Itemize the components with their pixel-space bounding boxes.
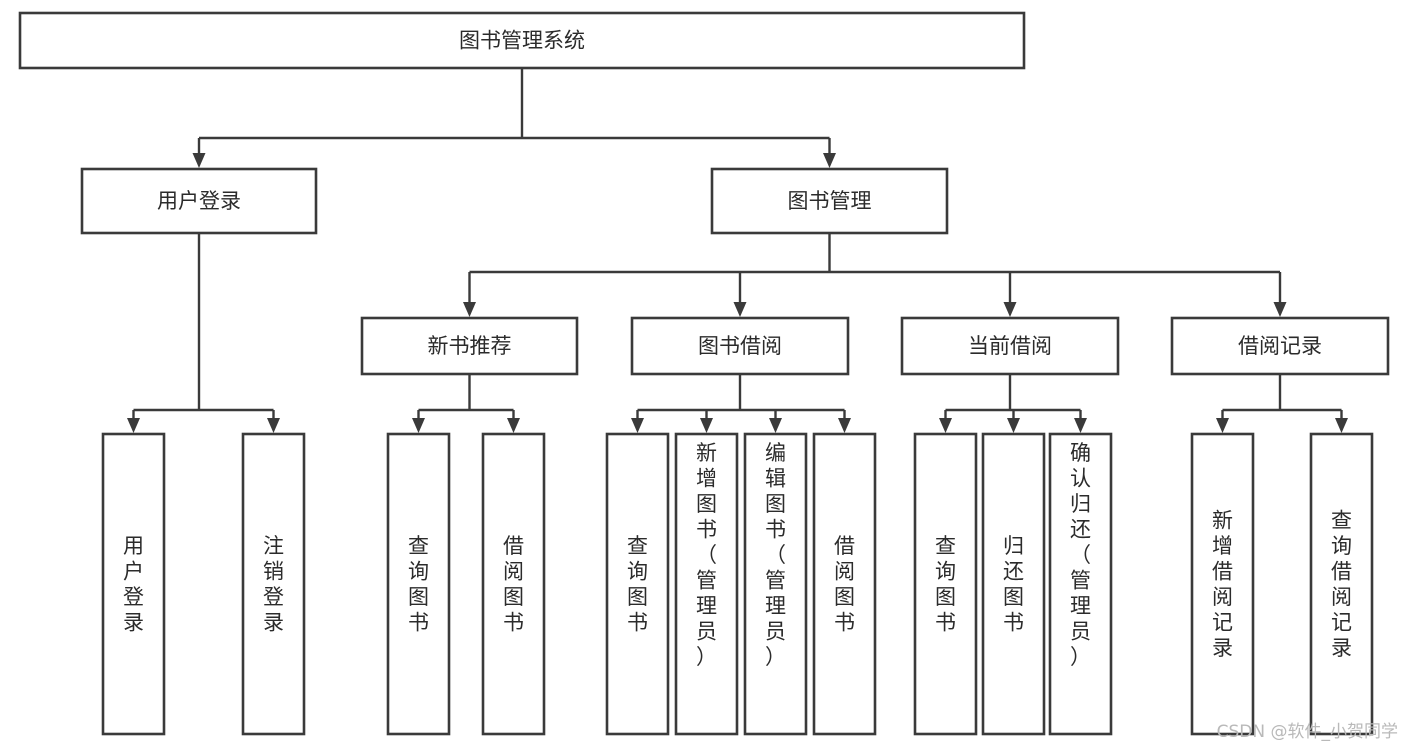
- node-label-leaf-user-login: 用户登录: [123, 534, 144, 635]
- arrow-head-icon: [1007, 418, 1020, 433]
- node-box-new-book-rec: [360, 316, 579, 376]
- node-label-leaf-confirm-return: 确认归还（管理员）: [1070, 441, 1091, 669]
- node-leaf-query-book-1[interactable]: 查询图书: [386, 432, 451, 736]
- arrow-head-icon: [1216, 418, 1229, 433]
- node-box-user-login: [80, 167, 318, 235]
- node-box-book-borrow: [630, 316, 850, 376]
- arrow-head-icon: [507, 418, 520, 433]
- node-box-leaf-user-login: [101, 432, 166, 736]
- node-leaf-return-book[interactable]: 归还图书: [981, 432, 1046, 736]
- node-leaf-logout[interactable]: 注销登录: [241, 432, 306, 736]
- node-box-leaf-add-record: [1190, 432, 1255, 736]
- node-leaf-edit-book[interactable]: 编辑图书（管理员）: [743, 432, 808, 736]
- node-label-leaf-query-book-3: 查询图书: [935, 534, 956, 635]
- arrow-head-icon: [1074, 418, 1087, 433]
- node-new-book-rec[interactable]: 新书推荐: [360, 316, 579, 376]
- node-label-leaf-query-record: 查询借阅记录: [1331, 508, 1352, 660]
- node-box-leaf-query-book-3: [913, 432, 978, 736]
- node-box-borrow-record: [1170, 316, 1390, 376]
- arrow-head-icon: [838, 418, 851, 433]
- node-leaf-borrow-book-2[interactable]: 借阅图书: [812, 432, 877, 736]
- node-label-root: 图书管理系统: [459, 29, 585, 53]
- node-label-leaf-add-record: 新增借阅记录: [1212, 508, 1233, 660]
- arrow-head-icon: [192, 153, 206, 168]
- node-box-root: [18, 11, 1026, 70]
- arrow-head-icon: [267, 418, 280, 433]
- node-box-leaf-borrow-book-1: [481, 432, 546, 736]
- node-leaf-confirm-return[interactable]: 确认归还（管理员）: [1048, 432, 1113, 736]
- node-leaf-user-login[interactable]: 用户登录: [101, 432, 166, 736]
- arrow-head-icon: [1003, 302, 1017, 317]
- node-book-borrow[interactable]: 图书借阅: [630, 316, 850, 376]
- node-label-user-login: 用户登录: [157, 189, 241, 213]
- node-box-leaf-query-book-2: [605, 432, 670, 736]
- node-leaf-add-book[interactable]: 新增图书（管理员）: [674, 432, 739, 736]
- node-leaf-query-book-2[interactable]: 查询图书: [605, 432, 670, 736]
- node-label-leaf-logout: 注销登录: [263, 534, 284, 635]
- node-root[interactable]: 图书管理系统: [18, 11, 1026, 70]
- arrow-head-icon: [412, 418, 425, 433]
- node-borrow-record[interactable]: 借阅记录: [1170, 316, 1390, 376]
- node-label-leaf-edit-book: 编辑图书（管理员）: [765, 441, 786, 669]
- node-label-current-borrow: 当前借阅: [968, 334, 1052, 358]
- arrow-head-icon: [631, 418, 644, 433]
- arrow-head-icon: [1335, 418, 1348, 433]
- node-label-borrow-record: 借阅记录: [1238, 334, 1322, 358]
- node-box-current-borrow: [900, 316, 1120, 376]
- node-box-leaf-logout: [241, 432, 306, 736]
- node-leaf-query-book-3[interactable]: 查询图书: [913, 432, 978, 736]
- arrow-head-icon: [463, 302, 476, 317]
- node-box-leaf-confirm-return: [1048, 432, 1113, 736]
- node-book-manage[interactable]: 图书管理: [710, 167, 949, 235]
- node-box-leaf-query-record: [1309, 432, 1374, 736]
- node-box-leaf-query-book-1: [386, 432, 451, 736]
- node-label-leaf-borrow-book-2: 借阅图书: [834, 534, 855, 635]
- node-box-book-manage: [710, 167, 949, 235]
- arrow-head-icon: [939, 418, 952, 433]
- node-leaf-add-record[interactable]: 新增借阅记录: [1190, 432, 1255, 736]
- arrow-head-icon: [1273, 302, 1287, 317]
- node-box-leaf-borrow-book-2: [812, 432, 877, 736]
- diagram-nodes-group: 图书管理系统用户登录图书管理新书推荐图书借阅当前借阅借阅记录用户登录注销登录查询…: [18, 11, 1390, 736]
- node-label-leaf-return-book: 归还图书: [1003, 534, 1024, 635]
- node-box-leaf-edit-book: [743, 432, 808, 736]
- csdn-watermark: CSDN @软件_小贺同学: [1217, 722, 1398, 742]
- arrow-head-icon: [127, 418, 140, 433]
- node-label-leaf-add-book: 新增图书（管理员）: [696, 441, 717, 669]
- node-label-leaf-query-book-1: 查询图书: [408, 534, 429, 635]
- node-label-leaf-borrow-book-1: 借阅图书: [503, 534, 524, 635]
- node-label-leaf-query-book-2: 查询图书: [627, 534, 648, 635]
- arrow-head-icon: [769, 418, 782, 433]
- node-label-book-borrow: 图书借阅: [698, 334, 782, 358]
- node-label-new-book-rec: 新书推荐: [428, 334, 512, 358]
- node-box-leaf-add-book: [674, 432, 739, 736]
- connector-lines-group: [127, 68, 1348, 433]
- node-user-login[interactable]: 用户登录: [80, 167, 318, 235]
- arrow-head-icon: [700, 418, 713, 433]
- node-leaf-query-record[interactable]: 查询借阅记录: [1309, 432, 1374, 736]
- arrow-head-icon: [823, 153, 836, 168]
- node-leaf-borrow-book-1[interactable]: 借阅图书: [481, 432, 546, 736]
- node-box-leaf-return-book: [981, 432, 1046, 736]
- node-current-borrow[interactable]: 当前借阅: [900, 316, 1120, 376]
- arrow-head-icon: [733, 302, 747, 317]
- node-label-book-manage: 图书管理: [788, 189, 872, 213]
